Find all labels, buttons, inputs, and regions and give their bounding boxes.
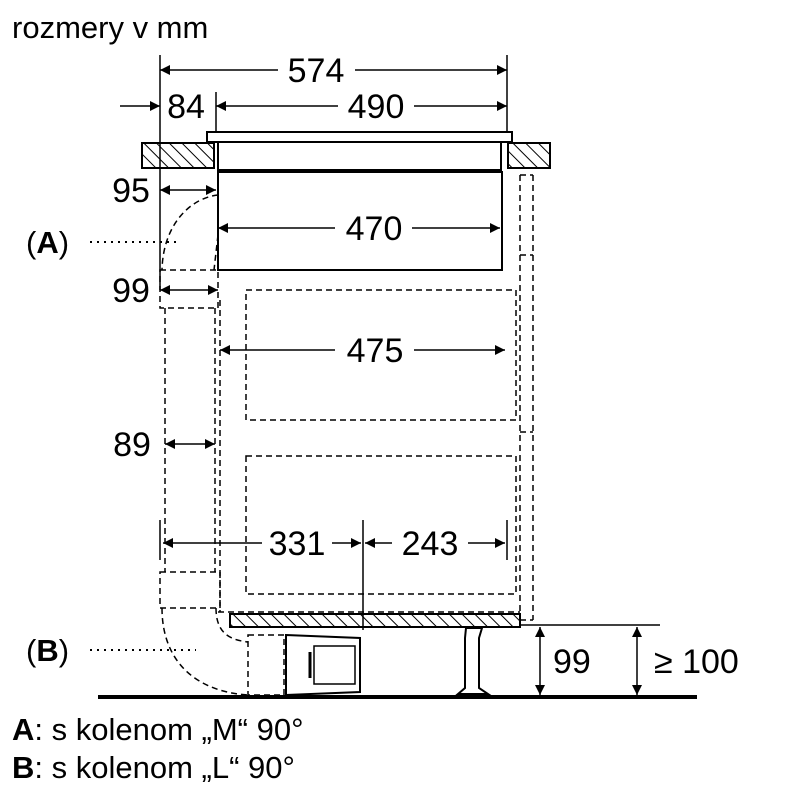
dim-243: 243 <box>402 525 459 563</box>
dim-95: 95 <box>112 172 150 210</box>
legend-a: A: s kolenom „M“ 90° <box>12 712 303 747</box>
units-label: rozmery v mm <box>12 10 208 45</box>
dim-min-clearance: ≥ 100 <box>654 643 739 681</box>
cabinet-outline <box>218 174 534 621</box>
extractor-unit <box>217 171 503 271</box>
plinth-fan <box>285 633 361 697</box>
dim-99-elbow: 99 <box>112 272 150 310</box>
dimension-labels: 574 84 490 95 470 99 475 89 331 243 99 ≥… <box>112 52 739 681</box>
hob <box>206 131 513 171</box>
dim-89: 89 <box>113 426 151 464</box>
dim-475: 475 <box>347 332 404 370</box>
dimension-lines <box>120 65 642 695</box>
callout-b: (B) <box>26 633 69 668</box>
dim-84: 84 <box>167 88 205 126</box>
dim-490: 490 <box>348 88 405 126</box>
bottom-shelf <box>229 613 521 628</box>
leader-lines <box>90 241 196 651</box>
countertop <box>141 142 551 169</box>
callout-a: (A) <box>26 225 69 260</box>
legend-b: B: s kolenom „L“ 90° <box>12 750 295 785</box>
extension-lines <box>159 55 660 630</box>
dim-470: 470 <box>346 210 403 248</box>
dim-331: 331 <box>269 525 326 563</box>
dim-99-plinth: 99 <box>553 643 591 681</box>
cabinet-foot <box>455 627 492 695</box>
dim-574: 574 <box>288 52 345 90</box>
